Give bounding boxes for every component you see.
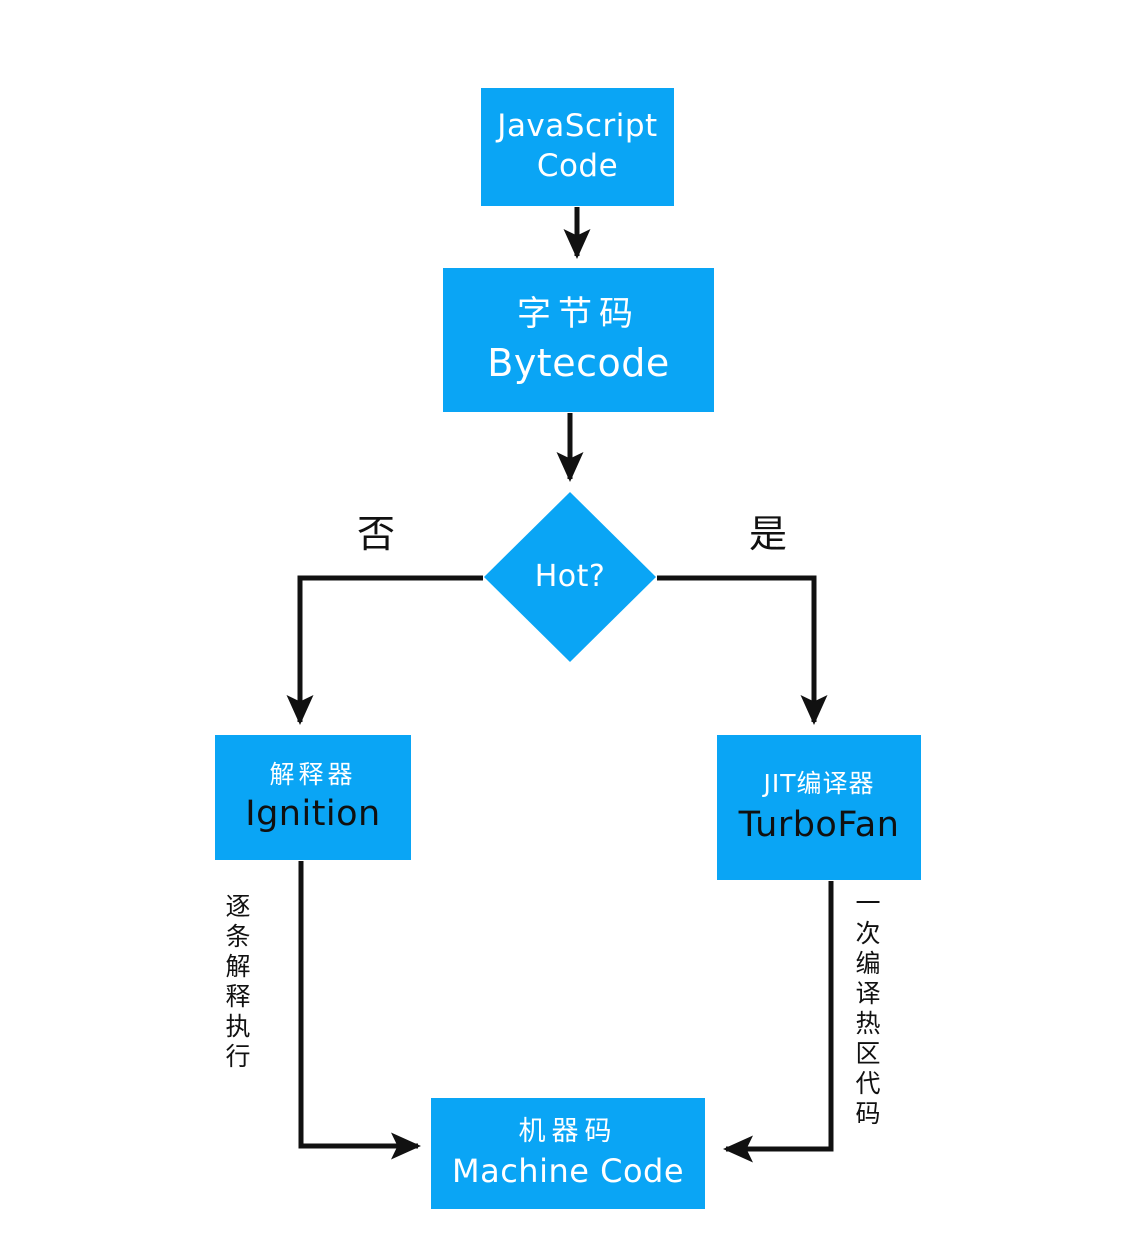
edge-label-yes: 是 (749, 512, 788, 556)
node-bytecode-label-cn: 字节码 (517, 294, 640, 335)
node-hot-decision-label: Hot? (534, 559, 606, 595)
edge-label-compile-hot-code-once: 一次编译热区代码 (852, 890, 881, 1130)
edge-label-no: 否 (357, 512, 396, 556)
edge-hot-to-ignition (286, 575, 483, 725)
node-hot-decision[interactable]: Hot? (484, 492, 656, 662)
node-bytecode[interactable]: 字节码 Bytecode (443, 268, 714, 412)
node-turbofan[interactable]: JIT编译器 TurboFan (717, 735, 921, 880)
edge-label-interpret-line-by-line: 逐条解释执行 (222, 893, 251, 1073)
node-ignition-label-cn: 解释器 (269, 760, 357, 790)
node-bytecode-label-en: Bytecode (487, 341, 670, 386)
node-turbofan-label-cn: JIT编译器 (763, 769, 875, 799)
node-javascript-code-label-line2: Code (536, 148, 619, 184)
node-javascript-code-label-line1: JavaScript (497, 108, 658, 145)
edge-ignition-to-machine (298, 861, 421, 1160)
edge-turbofan-to-machine (723, 881, 834, 1163)
node-machine-code[interactable]: 机器码 Machine Code (431, 1098, 705, 1209)
node-ignition-label-en: Ignition (245, 793, 381, 834)
node-turbofan-label-en: TurboFan (738, 804, 900, 845)
node-ignition[interactable]: 解释器 Ignition (215, 735, 411, 860)
edge-hot-to-turbofan (657, 575, 828, 725)
node-machine-code-label-cn: 机器码 (518, 1116, 618, 1148)
node-machine-code-label-en: Machine Code (451, 1152, 685, 1191)
node-javascript-code[interactable]: JavaScript Code (481, 88, 674, 206)
